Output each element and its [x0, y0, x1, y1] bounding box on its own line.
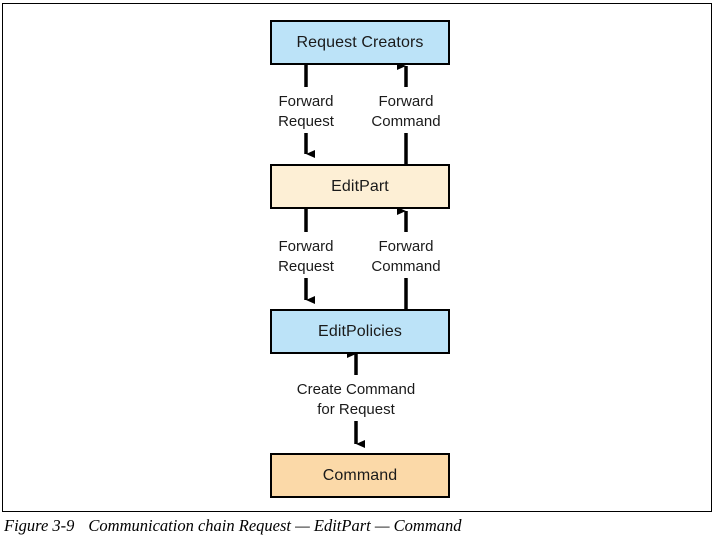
edge-label-line2: for Request	[317, 400, 395, 418]
edge-label-forward-command-mid: Forward Command	[346, 237, 466, 277]
edge-label-forward-request-top: Forward Request	[246, 92, 366, 132]
figure-caption-number: Figure 3-9	[4, 516, 75, 535]
node-editpart-label: EditPart	[331, 177, 389, 195]
edge-label-line2: Command	[371, 257, 441, 275]
edge-label-line1: Forward	[378, 238, 434, 255]
edge-label-line1: Create Command	[296, 381, 416, 398]
figure-frame: Request Creators Forward Request Forward…	[2, 3, 712, 512]
figure-caption-text: Communication chain Request — EditPart —…	[88, 516, 462, 535]
node-request-creators-label: Request Creators	[296, 33, 424, 51]
edge-label-line2: Command	[371, 112, 441, 130]
node-editpolicies-label: EditPolicies	[318, 322, 402, 340]
edge-label-forward-request-mid: Forward Request	[246, 237, 366, 277]
edge-label-line1: Forward	[278, 238, 334, 255]
edge-label-line2: Request	[278, 257, 334, 275]
edge-label-create-command: Create Command for Request	[256, 380, 456, 420]
node-command[interactable]: Command	[270, 453, 450, 498]
figure-caption: Figure 3-9 Communication chain Request — …	[4, 516, 719, 536]
edge-label-line1: Forward	[378, 93, 434, 110]
node-command-label: Command	[322, 466, 398, 484]
node-editpolicies[interactable]: EditPolicies	[270, 309, 450, 354]
edge-label-line1: Forward	[278, 93, 334, 110]
node-request-creators[interactable]: Request Creators	[270, 20, 450, 65]
edge-label-line2: Request	[278, 112, 334, 130]
node-editpart[interactable]: EditPart	[270, 164, 450, 209]
edge-label-forward-command-top: Forward Command	[346, 92, 466, 132]
connector-wires	[304, 62, 408, 448]
